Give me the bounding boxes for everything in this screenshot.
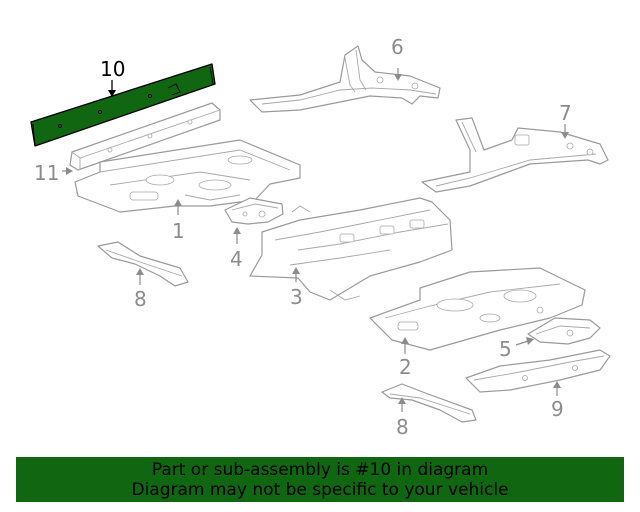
banner-line-1: Part or sub-assembly is #10 in diagram [151, 459, 489, 480]
callout-8-lower[interactable]: 8 [396, 415, 409, 439]
part-2-rear-floor-pan[interactable] [369, 267, 586, 351]
part-5-rear-bracket[interactable] [527, 317, 601, 345]
parts-diagram: 10 11 1 4 8 3 6 7 2 5 9 8 [30, 35, 611, 439]
callout-3[interactable]: 3 [290, 285, 303, 309]
callout-6[interactable]: 6 [391, 35, 404, 59]
callout-labels: 10 11 1 4 8 3 6 7 2 5 9 8 [34, 35, 572, 439]
callout-2[interactable]: 2 [399, 355, 412, 379]
part-8-bracket-upper[interactable] [97, 241, 189, 287]
part-10-rail[interactable] [30, 63, 216, 147]
part-4-bracket[interactable] [224, 197, 284, 225]
callout-11[interactable]: 11 [34, 161, 59, 185]
part-6-rear-frame[interactable] [249, 45, 441, 113]
callout-7[interactable]: 7 [559, 101, 572, 125]
callout-9[interactable]: 9 [551, 397, 564, 421]
banner-line-2: Diagram may not be specific to your vehi… [131, 479, 509, 500]
leader-lines [62, 68, 569, 412]
callout-8-upper[interactable]: 8 [134, 287, 147, 311]
part-7-rear-crossmember[interactable] [421, 117, 609, 193]
callout-10[interactable]: 10 [100, 57, 125, 81]
callout-1[interactable]: 1 [172, 219, 185, 243]
callout-4[interactable]: 4 [230, 247, 243, 271]
part-11-bar[interactable] [69, 102, 221, 171]
info-banner: Part or sub-assembly is #10 in diagram D… [16, 457, 624, 502]
part-9-crossmember[interactable] [465, 349, 611, 393]
part-1-front-floor-pan[interactable] [74, 139, 301, 213]
part-3-tunnel-assembly[interactable] [249, 197, 453, 301]
callout-5[interactable]: 5 [499, 337, 512, 361]
